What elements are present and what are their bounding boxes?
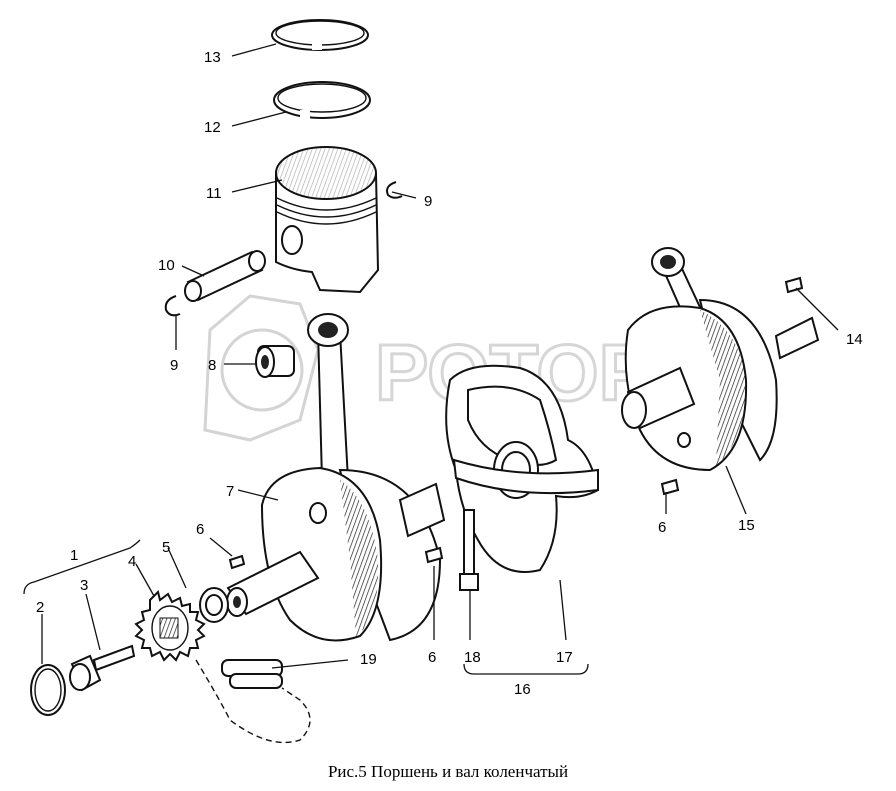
circlip-left [164,295,181,317]
crankshaft-right [621,247,820,472]
label-2: 2 [36,599,44,616]
circlip-right [386,181,403,199]
label-12: 12 [204,119,221,136]
crankshaft-assembly [226,313,446,642]
label-15: 15 [738,517,755,534]
label-11: 11 [206,185,222,202]
needle-bearing [255,345,295,378]
label-10: 10 [158,257,175,274]
crank-web-half [445,364,600,573]
label-9-left: 9 [170,357,178,374]
label-18: 18 [464,649,481,666]
piston-ring-second [273,81,371,120]
key-right [660,478,680,496]
label-4: 4 [128,553,136,570]
o-ring [30,664,66,716]
drive-chain [195,659,311,744]
label-8: 8 [208,357,216,374]
label-17: 17 [556,649,573,666]
key-top-right [784,276,804,294]
label-5: 5 [162,539,170,556]
drive-sprocket [134,590,206,662]
sprocket-bolt [69,644,136,692]
piston-pin [184,250,266,302]
piston-ring-top [271,19,369,51]
label-3: 3 [80,577,88,594]
label-1: 1 [70,547,78,564]
label-6-right: 6 [658,519,666,536]
label-19: 19 [360,651,377,668]
piston [275,146,380,294]
spacer-washer [199,587,229,623]
label-6-left: 6 [196,521,204,538]
callout-labels: 13 12 11 9 10 9 8 7 6 6 6 14 15 17 18 16… [36,49,863,698]
label-6-middle: 6 [428,649,436,666]
key-middle [424,546,444,564]
label-13: 13 [204,49,221,66]
figure-caption: Рис.5 Поршень и вал коленчатый [327,762,569,781]
label-9-right: 9 [424,193,432,210]
label-14: 14 [846,331,863,348]
leader-lines [23,43,839,675]
label-7: 7 [226,483,234,500]
stud-bolt [459,509,479,591]
key-left [228,554,246,570]
label-16: 16 [514,681,531,698]
